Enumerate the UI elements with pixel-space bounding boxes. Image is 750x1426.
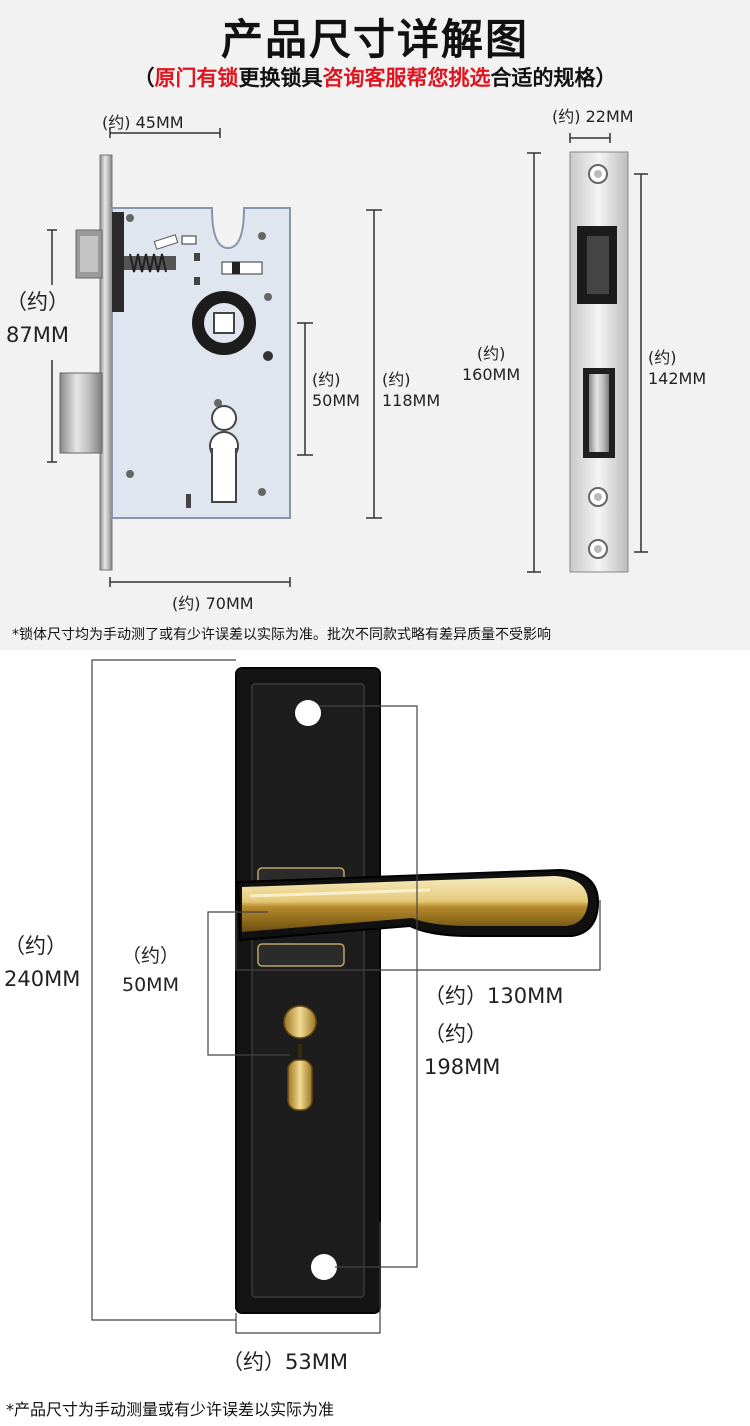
subtitle-consult-service: 咨询客服帮您挑选 (322, 66, 491, 90)
dim-handle-lever-length: （约）130MM (424, 980, 563, 1013)
dim-strike-outer-height: (约)160MM (462, 344, 520, 386)
dim-approx: (约) (476, 344, 506, 363)
dim-approx: （约） (424, 984, 487, 1008)
dim-approx: （约） (424, 1022, 487, 1046)
lock-size-note: *锁体尺寸均为手动测了或有少许误差以实际为准。批次不同款式略有差异质量不受影响 (12, 627, 551, 643)
dim-lock-total-height: (约)118MM (382, 370, 440, 412)
dim-value: 240MM (4, 966, 81, 991)
dim-approx: (约) (312, 370, 341, 389)
dim-strike-hole-spacing: (约)142MM (648, 348, 706, 390)
strike-plate-dimension-lines (527, 133, 648, 573)
dim-handle-plate-width: （约）53MM (222, 1346, 348, 1379)
dim-value: 198MM (424, 1054, 501, 1079)
dim-approx: （约） (4, 934, 67, 958)
dim-value: 118MM (382, 390, 441, 410)
lever-handle (236, 868, 600, 942)
dim-value: 160MM (462, 364, 521, 384)
page-title: 产品尺寸详解图 (220, 15, 529, 64)
dim-approx: (约) (102, 113, 131, 132)
dim-handle-total-height: （约） 240MM (4, 930, 80, 995)
dim-value: 130MM (487, 984, 564, 1008)
dim-approx: (约) (172, 594, 201, 613)
dim-lock-left-height: （约） 87MM (6, 286, 69, 351)
dim-strike-width: (约) 22MM (552, 107, 634, 128)
dim-value: 87MM (6, 322, 69, 347)
subtitle-open: （ (133, 66, 155, 90)
dim-handle-center-distance: （约） 50MM (122, 942, 179, 1001)
dim-value: 142MM (648, 368, 707, 388)
handle-dimension-lines (91, 659, 601, 1334)
dim-value: 50MM (122, 974, 179, 997)
dim-approx: (约) (552, 107, 581, 126)
dim-approx: (约) (648, 348, 677, 367)
dim-approx: （约） (6, 290, 69, 314)
dim-value: 53MM (285, 1350, 348, 1374)
subtitle-close: ） (595, 66, 617, 90)
subtitle-replace-lock: 更换锁具 (238, 66, 323, 90)
lock-body (59, 154, 291, 571)
dim-approx: （约） (122, 945, 180, 967)
dim-value: 50MM (312, 390, 360, 410)
dim-value: 70MM (205, 594, 254, 613)
dim-lock-bottom-width: (约) 70MM (172, 594, 254, 615)
dim-approx: （约） (222, 1350, 285, 1374)
lock-body-dimension-lines (47, 128, 382, 587)
dim-approx: (约) (382, 370, 411, 389)
dim-value: 45MM (135, 113, 184, 132)
page-subtitle: （原门有锁更换锁具咨询客服帮您挑选合适的规格） (0, 62, 750, 92)
subtitle-suitable-spec: 合适的规格 (490, 66, 596, 90)
subtitle-original-lock: 原门有锁 (154, 66, 239, 90)
dim-value: 22MM (585, 107, 634, 126)
dim-handle-hole-distance: （约） 198MM (424, 1018, 500, 1083)
dim-lock-top-width: (约) 45MM (102, 113, 184, 134)
handle-size-note: *产品尺寸为手动测量或有少许误差以实际为准 (6, 1400, 335, 1419)
dim-lock-inner-height: (约)50MM (312, 370, 360, 412)
handle-plate (235, 667, 381, 1314)
strike-plate (569, 151, 629, 573)
